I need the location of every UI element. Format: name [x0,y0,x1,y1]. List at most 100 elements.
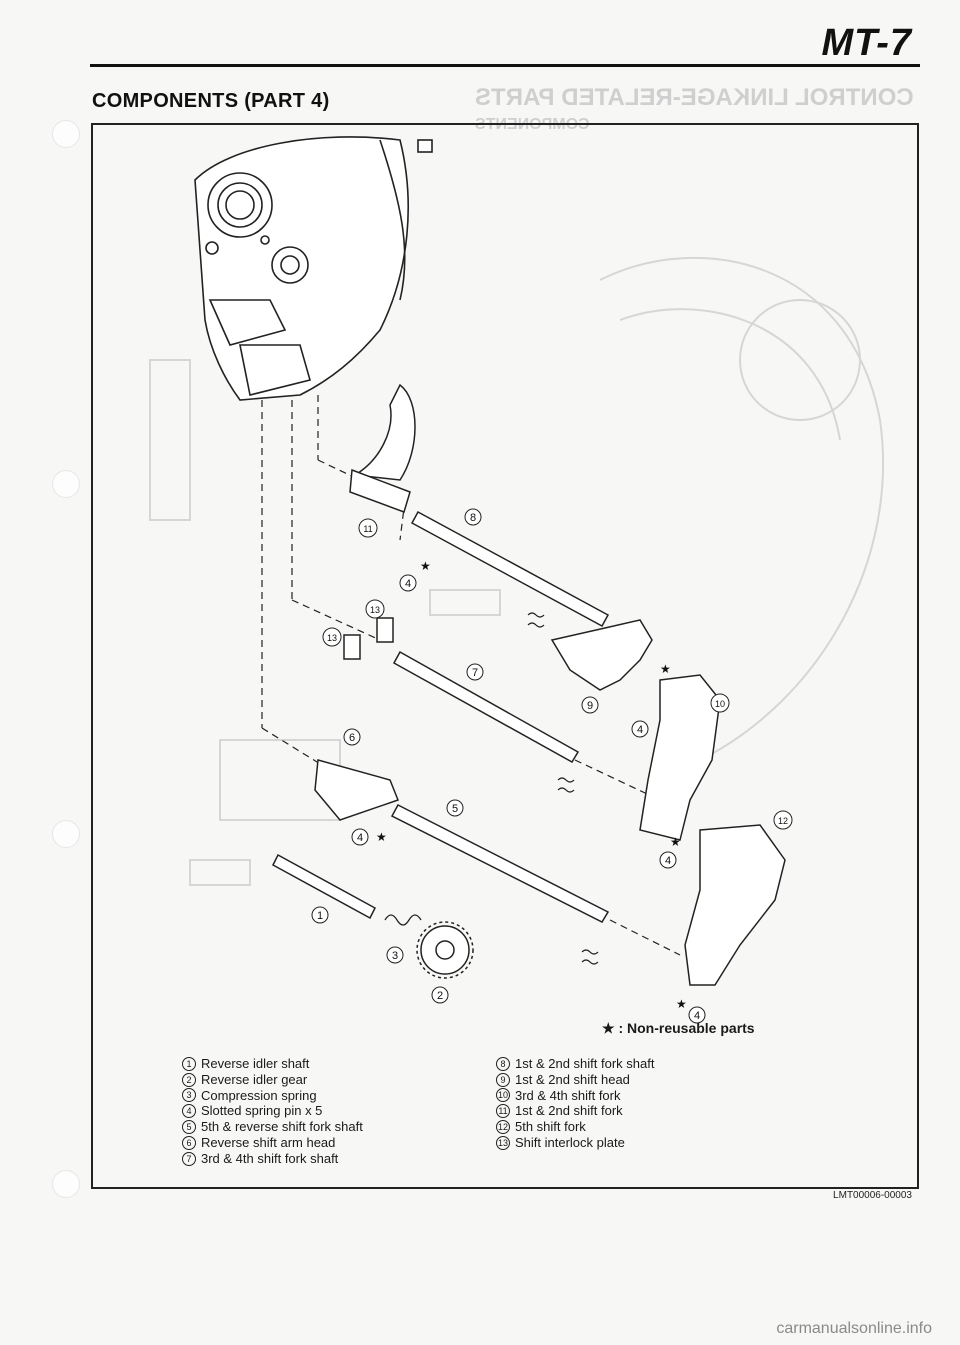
shaft-1st-2nd [410,510,610,628]
callout-6: 6 [343,728,361,746]
svg-text:7: 7 [472,667,478,679]
non-reusable-star: ★ [670,835,681,849]
callout-4: 4 [659,851,677,869]
callout-8: 8 [464,508,482,526]
transmission-case [194,136,433,401]
svg-text:4: 4 [357,832,363,844]
header-rule [90,64,920,67]
legend-label: 1st & 2nd shift fork [515,1103,623,1119]
callout-12: 12 [773,810,793,830]
legend-label: Slotted spring pin x 5 [201,1103,323,1119]
svg-text:12: 12 [778,816,788,826]
watermark: carmanualsonline.info [776,1320,932,1337]
callout-3: 3 [386,946,404,964]
page-code: MT-7 [821,22,912,64]
reverse-idler-gear [416,921,474,979]
callout-9: 9 [581,696,599,714]
legend-number: 9 [496,1072,510,1087]
shaft-3rd-4th [392,650,580,764]
legend-item: 9 1st & 2nd shift head [496,1072,654,1088]
legend-item: 10 3rd & 4th shift fork [496,1088,654,1104]
non-reusable-label: : Non-reusable parts [618,1020,755,1036]
legend-label: Shift interlock plate [515,1134,625,1150]
callout-4: 4 [351,828,369,846]
svg-text:11: 11 [363,524,372,534]
legend-item: 13 Shift interlock plate [496,1135,654,1151]
shaft-5th-reverse [390,804,610,923]
legend-number: 2 [182,1072,196,1087]
legend-label: Reverse idler gear [201,1071,308,1087]
legend-item: 4 Slotted spring pin x 5 [182,1103,363,1119]
legend-left: 1 Reverse idler shaft 2 Reverse idler gear… [182,1056,363,1167]
legend-number: 11 [496,1104,510,1119]
legend-item: 11 1st & 2nd shift fork [496,1103,654,1119]
callout-4: 4 [688,1006,706,1024]
shift-fork-5th [684,824,786,986]
interlock-plates [343,617,394,660]
legend-number: 13 [496,1135,510,1150]
legend-label: 3rd & 4th shift fork [515,1087,621,1103]
legend-item: 3 Compression spring [182,1088,363,1104]
legend-number: 4 [182,1104,196,1119]
compression-spring [384,914,422,926]
svg-text:3: 3 [392,950,398,962]
legend-label: 5th & reverse shift fork shaft [201,1119,363,1135]
legend-number: 5 [182,1120,196,1135]
legend-number: 6 [182,1135,196,1150]
non-reusable-note: ★ : Non-reusable parts [602,1020,755,1037]
legend-number: 8 [496,1056,510,1071]
non-reusable-star: ★ [602,1020,615,1036]
svg-text:6: 6 [349,732,355,744]
binder-hole [52,820,80,848]
svg-text:8: 8 [470,512,476,524]
legend-item: 12 5th shift fork [496,1119,654,1135]
svg-text:2: 2 [437,990,443,1002]
legend-label: Reverse idler shaft [201,1056,310,1071]
non-reusable-star: ★ [660,662,671,676]
svg-text:4: 4 [665,855,671,867]
shift-fork-3rd-4th [639,674,721,841]
legend-number: 12 [496,1120,510,1135]
callout-11: 11 [358,518,378,538]
callout-13: 13 [322,627,342,647]
shift-fork-1st-2nd [349,383,416,513]
legend-number: 1 [182,1056,196,1071]
legend-item: 2 Reverse idler gear [182,1072,363,1088]
legend-label: Compression spring [201,1087,317,1103]
svg-text:13: 13 [327,633,337,643]
legend-number: 10 [496,1088,510,1103]
reverse-idler-shaft [272,853,376,920]
legend-label: 1st & 2nd shift head [515,1071,630,1087]
callout-10: 10 [710,693,730,713]
figure-code: LMT00006-00003 [833,1190,912,1201]
legend-item: 5 5th & reverse shift fork shaft [182,1119,363,1135]
svg-text:13: 13 [370,605,380,615]
binder-hole [52,470,80,498]
svg-text:10: 10 [715,699,725,709]
non-reusable-star: ★ [420,559,431,573]
callout-5: 5 [446,799,464,817]
callout-4: 4 [399,574,417,592]
binder-hole [52,120,80,148]
legend-number: 3 [182,1088,196,1103]
legend-item: 1 Reverse idler shaft [182,1056,363,1072]
non-reusable-star: ★ [376,830,387,844]
shift-head-1st-2nd [550,619,653,691]
svg-text:5: 5 [452,803,458,815]
svg-text:1: 1 [317,910,323,922]
section-title: COMPONENTS (PART 4) [92,90,330,112]
callout-13: 13 [365,599,385,619]
legend-label: 5th shift fork [515,1119,586,1135]
legend-label: 3rd & 4th shift fork shaft [201,1150,339,1166]
svg-text:4: 4 [694,1010,700,1022]
diagram-frame [91,123,919,1189]
callout-1: 1 [311,906,329,924]
binder-hole [52,1170,80,1198]
callout-2: 2 [431,986,449,1004]
reverse-shift-arm-head [314,759,399,821]
callout-4: 4 [631,720,649,738]
